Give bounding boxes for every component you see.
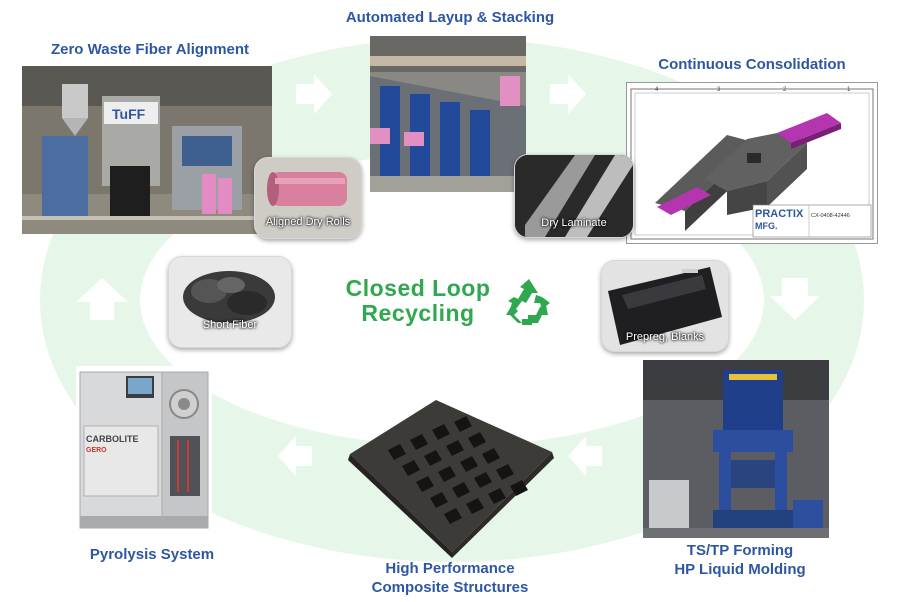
layup-machine-photo — [370, 36, 526, 192]
center-title-line1: Closed Loop — [345, 275, 491, 301]
arrow-up-icon — [76, 278, 128, 320]
tuff-sign: TuFF — [112, 106, 146, 122]
inset-prepreg-blanks: Prepreg, Blanks — [601, 260, 729, 352]
svg-text:GERO: GERO — [86, 447, 107, 454]
center-title-line2: Recycling — [361, 300, 475, 326]
stage-title-forming: TS/TP Forming HP Liquid Molding — [640, 541, 840, 579]
inset-short-fiber-label: Short Fiber — [202, 319, 258, 331]
part-number: CX-0408-42446 — [811, 213, 850, 219]
svg-text:MFG.: MFG. — [755, 221, 778, 231]
arrow-left-icon — [278, 436, 312, 476]
stage-title-composite-line2: Composite Structures — [371, 579, 529, 596]
stage-title-forming-line1: TS/TP Forming — [686, 542, 794, 559]
practix-brand: PRACTIX — [755, 208, 804, 220]
center-title: Closed Loop Recycling — [330, 276, 506, 326]
stage-title-pyrolysis: Pyrolysis System — [89, 546, 215, 563]
inset-prepreg-blanks-label: Prepreg, Blanks — [625, 331, 705, 343]
arrow-right-icon — [550, 74, 586, 114]
composite-structure-photo — [340, 392, 560, 560]
inset-dry-laminate-label: Dry Laminate — [541, 217, 607, 229]
carbolite-brand: CARBOLITE — [86, 434, 139, 444]
pyrolysis-photo: CARBOLITE GERO — [76, 366, 212, 532]
svg-text:4: 4 — [655, 87, 659, 93]
stage-title-composite-line1: High Performance — [385, 560, 515, 577]
svg-text:2: 2 — [783, 87, 787, 93]
stage-title-composite: High Performance Composite Structures — [340, 559, 560, 597]
inset-aligned-dry-rolls: Aligned Dry Rolls — [254, 157, 362, 239]
stage-title-consolidation: Continuous Consolidation — [658, 56, 846, 73]
arrow-left-icon — [568, 436, 602, 476]
recycle-icon — [506, 279, 550, 325]
stage-title-fiber-alignment: Zero Waste Fiber Alignment — [50, 41, 250, 58]
press-photo — [643, 360, 829, 538]
svg-text:3: 3 — [717, 87, 721, 93]
arrow-down-icon — [770, 278, 820, 320]
inset-aligned-dry-rolls-label: Aligned Dry Rolls — [265, 216, 351, 228]
stage-title-forming-line2: HP Liquid Molding — [674, 561, 806, 578]
inset-dry-laminate: Dry Laminate — [514, 154, 634, 238]
arrow-right-icon — [296, 74, 332, 114]
stage-title-layup: Automated Layup & Stacking — [345, 9, 555, 26]
fiber-alignment-photo: TuFF — [22, 66, 272, 234]
inset-short-fiber: Short Fiber — [168, 256, 292, 348]
consolidation-drawing: 4 3 2 1 PRACTIX MFG. CX-0408-42446 — [626, 82, 878, 244]
svg-text:1: 1 — [847, 87, 851, 93]
